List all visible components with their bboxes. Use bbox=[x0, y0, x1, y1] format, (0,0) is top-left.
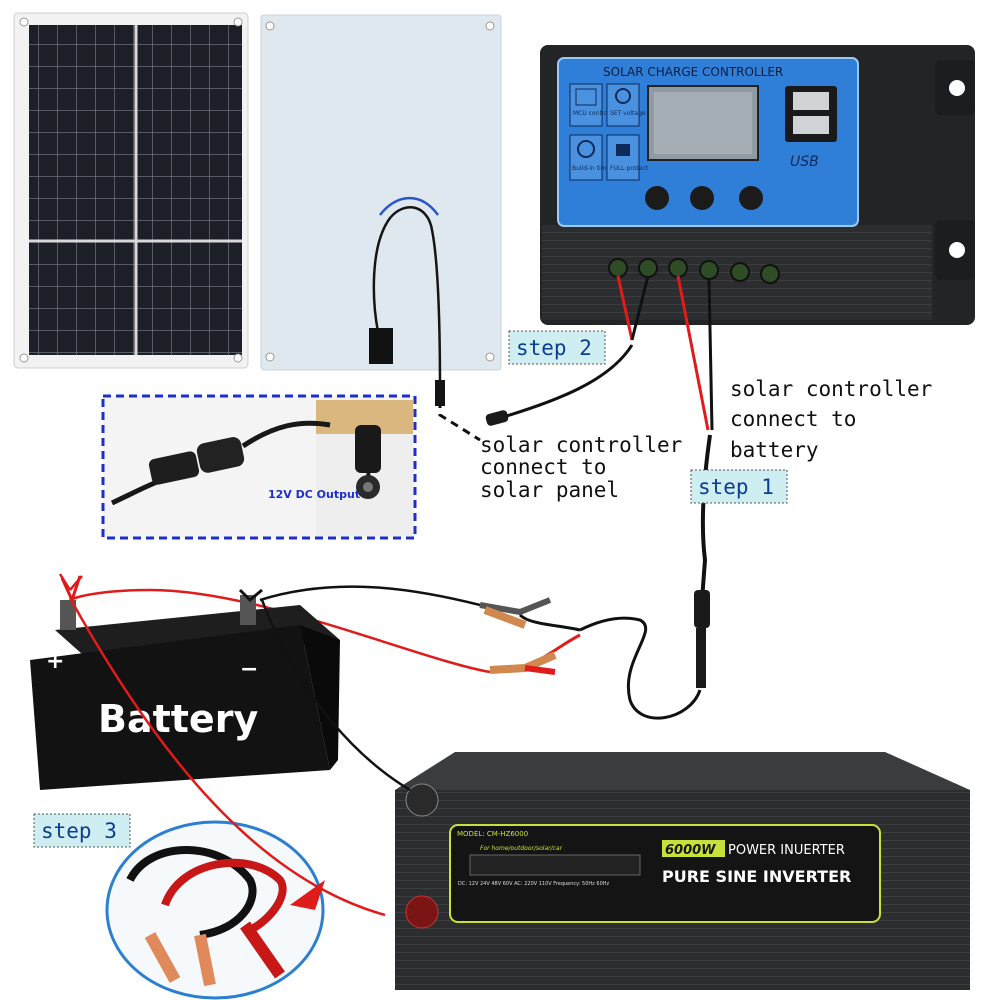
battery-minus: − bbox=[240, 657, 258, 682]
alligator-clip-leads bbox=[69, 585, 581, 675]
controller-terminals bbox=[608, 258, 780, 284]
feature-timer: Build-in timer bbox=[572, 165, 613, 172]
inverter-subtitle: PURE SINE INVERTER bbox=[662, 867, 851, 886]
battery: + − Battery bbox=[30, 575, 340, 790]
red-arrows bbox=[58, 573, 411, 917]
step1-label: step 1 bbox=[698, 475, 774, 499]
feature-mcu: MCU control bbox=[573, 110, 610, 117]
dc-connector-inset: 12V DC Output bbox=[101, 394, 417, 540]
usb-ports: USB bbox=[785, 86, 837, 170]
up-button[interactable] bbox=[690, 186, 714, 210]
note-battery-line-1: solar controller bbox=[730, 377, 932, 401]
note-panel-line-3: solar panel bbox=[480, 478, 619, 502]
controller-wires bbox=[485, 275, 714, 720]
charge-controller: SOLAR CHARGE CONTROLLER MCU control SET … bbox=[540, 45, 975, 325]
panel-plug bbox=[435, 380, 445, 406]
note-battery-line-2: connect to bbox=[730, 407, 856, 431]
lcd-inner bbox=[654, 92, 752, 154]
usb-label: USB bbox=[790, 154, 819, 170]
step3-label: step 3 bbox=[41, 819, 117, 843]
panel-link-dashed bbox=[438, 400, 481, 442]
down-button[interactable] bbox=[739, 186, 763, 210]
feature-set-voltage: SET voltage bbox=[610, 110, 646, 117]
solar-panel-back bbox=[260, 14, 502, 391]
step2-badge: step 2 bbox=[508, 330, 606, 365]
lock-icon: FULL protect bbox=[606, 134, 649, 181]
battery-label: Battery bbox=[98, 697, 258, 741]
note-battery: solar controller connect to battery bbox=[730, 377, 932, 462]
controller-title: SOLAR CHARGE CONTROLLER bbox=[603, 65, 783, 79]
inverter-use: For home/outdoor/solar/car bbox=[480, 845, 563, 852]
note-panel-line-2: connect to bbox=[480, 455, 606, 479]
power-inverter: MODEL: CM-HZ6000 6000W POWER INUERTER PU… bbox=[395, 752, 970, 990]
set-voltage-icon: SET voltage bbox=[606, 83, 646, 127]
inverter-model: MODEL: CM-HZ6000 bbox=[457, 830, 528, 838]
step3-badge: step 3 bbox=[33, 813, 131, 848]
feature-protect: FULL protect bbox=[610, 165, 649, 172]
timer-icon: Build-in timer bbox=[569, 134, 613, 181]
solar-panel-front bbox=[13, 12, 249, 369]
mcu-control-icon: MCU control bbox=[569, 83, 610, 127]
menu-button[interactable] bbox=[645, 186, 669, 210]
step1-badge: step 1 bbox=[690, 469, 788, 504]
inverter-specs: DC: 12V 24V 48V 60V AC: 220V 110V Freque… bbox=[458, 881, 610, 887]
inverter-watt: 6000W bbox=[665, 843, 716, 858]
watt-badge bbox=[662, 840, 725, 857]
appliance-icons bbox=[469, 854, 641, 876]
battery-plus: + bbox=[46, 649, 64, 674]
note-panel: solar controller connect to solar panel bbox=[480, 433, 682, 502]
step3-cables-inset bbox=[105, 820, 325, 1000]
inverter-title: POWER INUERTER bbox=[728, 843, 845, 858]
inset-caption: 12V DC Output bbox=[268, 488, 360, 501]
note-battery-line-3: battery bbox=[730, 438, 819, 462]
note-panel-line-1: solar controller bbox=[480, 433, 682, 457]
step2-label: step 2 bbox=[516, 336, 592, 360]
